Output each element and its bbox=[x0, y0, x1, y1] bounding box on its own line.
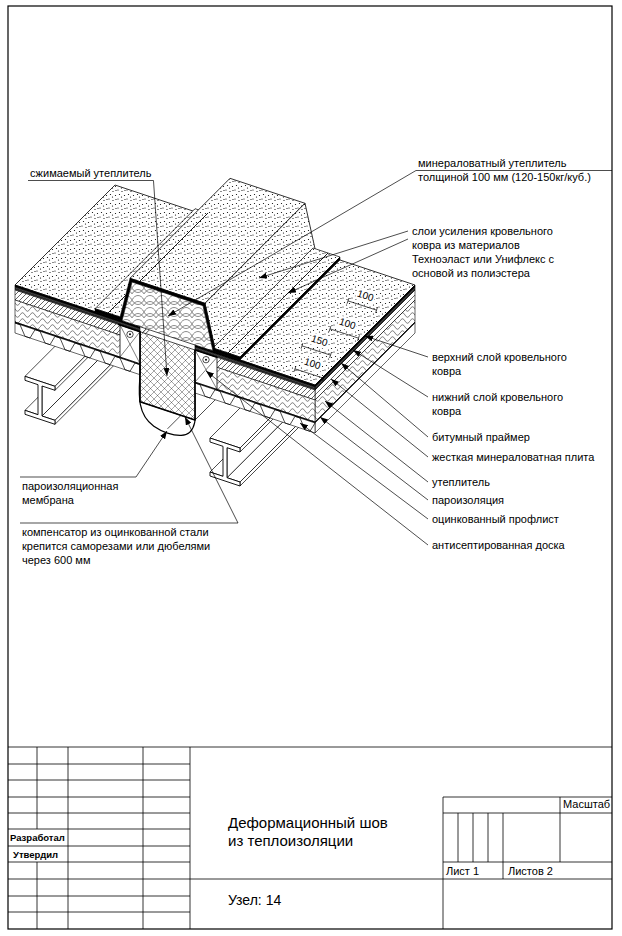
title-block-line bbox=[8, 797, 190, 798]
profiled-deck-rib bbox=[15, 323, 140, 375]
title-block-line bbox=[488, 813, 489, 862]
steel-beam-section bbox=[210, 438, 240, 486]
leader-line bbox=[294, 366, 296, 372]
callout-label: нижний слой кровельного ковра bbox=[432, 390, 582, 418]
leader-line bbox=[358, 335, 360, 341]
leader-line bbox=[20, 523, 238, 524]
callout-label: утеплитель bbox=[432, 475, 490, 489]
leader-line bbox=[136, 431, 167, 477]
leader-line bbox=[323, 375, 325, 381]
leader-line bbox=[28, 180, 153, 181]
profiled-deck-rib bbox=[195, 383, 315, 431]
title-block-line bbox=[190, 879, 612, 880]
screw-head bbox=[203, 356, 209, 362]
sheet-frame bbox=[8, 6, 612, 929]
title-block-line bbox=[8, 829, 190, 830]
title-block-line bbox=[8, 813, 190, 814]
reinforcement-edge bbox=[240, 257, 340, 360]
callout-label: антисептированная доска bbox=[432, 538, 565, 552]
dimension-number: 150 bbox=[309, 332, 330, 349]
title-block-line bbox=[458, 813, 459, 862]
title-block-line bbox=[8, 862, 190, 863]
leader-line bbox=[259, 231, 408, 278]
leader-line bbox=[185, 417, 238, 523]
leader-line bbox=[341, 363, 428, 437]
title-block-line bbox=[37, 862, 38, 929]
title-block-line bbox=[143, 747, 144, 929]
screw-head bbox=[127, 331, 133, 337]
leader-line bbox=[20, 477, 136, 478]
title-block-line bbox=[37, 747, 38, 829]
sheet-node-number: Узел: 14 bbox=[228, 892, 281, 909]
title-block-text: Утвердил bbox=[13, 848, 58, 862]
leader-line bbox=[153, 181, 167, 377]
title-block-line bbox=[443, 862, 612, 863]
callout-label: верхний слой кровельного ковра bbox=[432, 350, 582, 378]
leader-line bbox=[416, 170, 612, 171]
timber-section-mark bbox=[120, 332, 140, 357]
drawing-title: Деформационный шов из теплоизоляции bbox=[228, 814, 398, 850]
reinforcement-layer bbox=[213, 248, 340, 357]
steel-beam-section bbox=[25, 376, 55, 424]
leader-line bbox=[331, 379, 428, 457]
steel-deck bbox=[195, 383, 315, 433]
illustration bbox=[8, 6, 612, 929]
title-block-line bbox=[68, 747, 69, 929]
leader-line bbox=[329, 326, 331, 332]
dimension-number: 100 bbox=[302, 355, 323, 372]
title-block-text: Листов 2 bbox=[508, 864, 553, 878]
screw-head bbox=[205, 359, 207, 361]
dimension-number: 100 bbox=[355, 287, 376, 304]
leader-lines bbox=[20, 171, 612, 546]
title-block-line bbox=[473, 813, 474, 862]
insulation-layer bbox=[315, 300, 415, 422]
leader-line bbox=[365, 336, 428, 357]
callout-label: сжимаемый утеплитель bbox=[30, 166, 151, 180]
leader-line bbox=[301, 343, 303, 349]
title-block-line bbox=[190, 747, 191, 929]
title-block-line bbox=[8, 912, 190, 913]
leader-line bbox=[320, 417, 428, 500]
callout-label: пароизоляция bbox=[432, 493, 504, 507]
timber-section-mark bbox=[195, 357, 217, 382]
title-block-line bbox=[443, 797, 612, 798]
title-block-line bbox=[8, 764, 190, 765]
leader-line bbox=[206, 371, 428, 545]
dimension-number: 100 bbox=[337, 315, 358, 332]
title-block-line bbox=[560, 797, 561, 862]
title-block-line bbox=[8, 846, 190, 847]
leader-line bbox=[288, 239, 408, 293]
title-block-text: Разработал bbox=[10, 831, 65, 845]
screw-head bbox=[129, 333, 131, 335]
title-block-line bbox=[8, 896, 190, 897]
leader-line bbox=[353, 350, 428, 397]
leader-line bbox=[376, 307, 378, 313]
title-block-line bbox=[8, 747, 612, 748]
steel-deck bbox=[15, 323, 140, 375]
leader-line bbox=[168, 171, 416, 317]
title-block-text: Масштаб bbox=[563, 798, 610, 811]
callout-label: пароизоляционная мембрана bbox=[22, 479, 134, 507]
title-block-line bbox=[503, 813, 504, 879]
steel-deck bbox=[315, 323, 415, 433]
callout-label: компенсатор из оцинкованной стали крепит… bbox=[22, 525, 236, 567]
callout-label: оцинкованный профлист bbox=[432, 512, 559, 526]
title-block-line bbox=[443, 797, 444, 929]
reinforcement-section bbox=[95, 278, 240, 360]
leader-line bbox=[325, 401, 428, 482]
leader-line bbox=[330, 352, 332, 358]
callout-label: минераловатный утеплитель толщиной 100 м… bbox=[418, 156, 610, 184]
leader-line bbox=[300, 423, 428, 519]
title-block-line bbox=[443, 813, 612, 814]
mineral-wool-roll bbox=[122, 282, 213, 351]
leader-line bbox=[347, 298, 349, 304]
title-block-line bbox=[8, 780, 190, 781]
callout-label: жесткая минераловатная плита bbox=[432, 450, 594, 464]
title-block-text: Лист 1 bbox=[446, 864, 479, 878]
title-block-line bbox=[8, 879, 190, 880]
compressible-insulation bbox=[140, 332, 195, 420]
callout-label: битумный праймер bbox=[432, 430, 530, 444]
callout-label: слои усиления кровельного ковра из матер… bbox=[412, 224, 567, 280]
